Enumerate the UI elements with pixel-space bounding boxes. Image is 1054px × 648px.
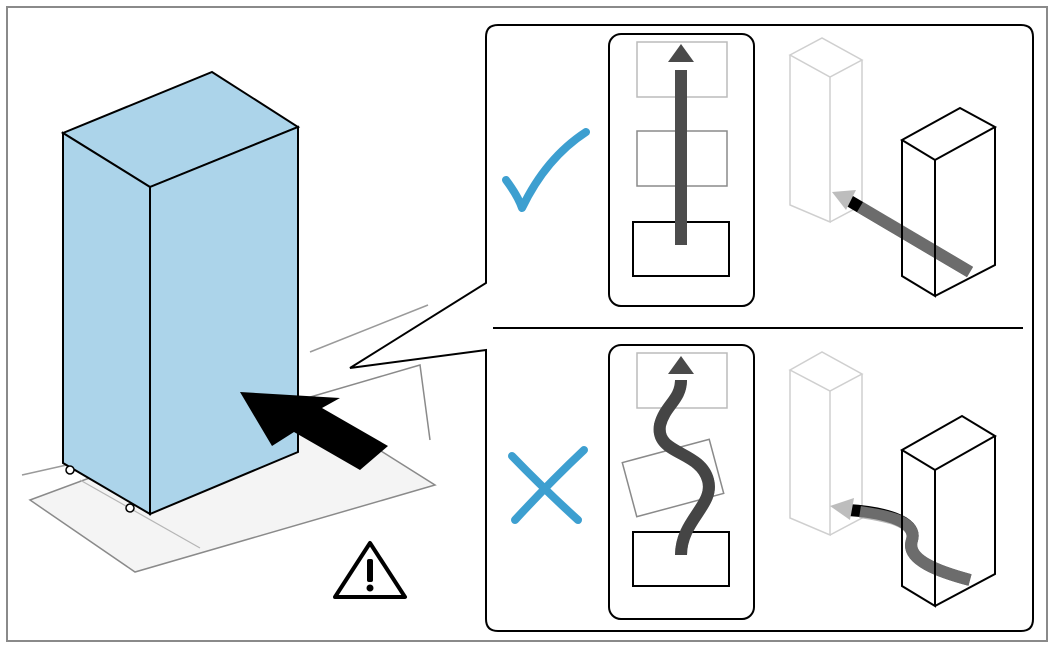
- slide-arrowhead-icon: [830, 498, 854, 520]
- path-arrowhead-icon: [668, 356, 694, 374]
- cabinet-wheel: [125, 503, 135, 513]
- cabinet: [60, 70, 301, 516]
- wavy-slide-path-overlay: [859, 506, 972, 586]
- floor-line: [309, 304, 429, 353]
- cabinet-front-face: [149, 125, 299, 516]
- slide-path-overlay: [856, 201, 974, 278]
- warning-triangle-icon: [333, 541, 407, 599]
- cabinet-outline: [900, 414, 997, 608]
- left-scene: [21, 70, 437, 599]
- incorrect-row: [508, 344, 997, 620]
- zigzag-path-overlay: [653, 379, 715, 556]
- checkmark-icon: [502, 128, 590, 212]
- cabinet-left-face: [62, 131, 151, 516]
- cabinet-wheel: [65, 465, 75, 475]
- cabinet-outline: [900, 106, 998, 298]
- cross-icon: [508, 446, 588, 524]
- slide-arrowhead-icon: [832, 190, 856, 210]
- push-arrow-icon: [240, 392, 388, 470]
- correct-row: [502, 33, 998, 307]
- path-arrowhead-icon: [668, 44, 694, 62]
